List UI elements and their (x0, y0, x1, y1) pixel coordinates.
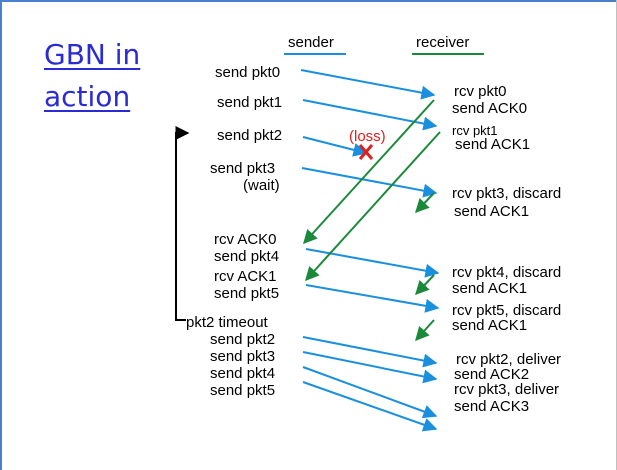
loss-label: (loss) (349, 128, 386, 145)
receiver-event-send-ack1-after-pkt4: send ACK1 (452, 280, 528, 297)
receiver-event-rcv-pkt1: rcv pkt1 (452, 123, 498, 138)
receiver-event-rcv-pkt5-discard: rcv pkt5, discard (452, 302, 562, 319)
receiver-event-send-ack1-after-pkt3: send ACK1 (454, 203, 530, 220)
loss-x-icon (358, 144, 374, 160)
arrow-resend-pkt5 (302, 381, 438, 432)
sender-event-send-pkt0: send pkt0 (215, 64, 281, 81)
title-line-2: action (44, 80, 131, 113)
sender-event-wait: (wait) (243, 177, 280, 194)
sender-event-resend-pkt5: send pkt5 (210, 382, 276, 399)
arrow-ack1-after-pkt3 (415, 192, 435, 214)
arrow-resend-pkt3 (302, 351, 438, 384)
receiver-event-rcv-pkt4-discard: rcv pkt4, discard (452, 264, 562, 281)
receiver-event-send-ack1-after-pkt5: send ACK1 (452, 317, 528, 334)
arrow-ack1 (305, 131, 441, 282)
receiver-event-send-ack0: send ACK0 (452, 100, 528, 117)
sender-event-rcv-ack1: rcv ACK1 (214, 268, 277, 285)
sender-event-send-pkt5: send pkt5 (214, 285, 280, 302)
sender-event-send-pkt4: send pkt4 (214, 248, 280, 265)
sender-event-resend-pkt2: send pkt2 (210, 331, 276, 348)
arrow-pkt5 (305, 284, 440, 313)
receiver-event-send-ack1: send ACK1 (455, 136, 531, 153)
arrow-pkt4 (305, 248, 440, 278)
sender-event-rcv-ack0: rcv ACK0 (214, 231, 277, 248)
sender-heading: sender (288, 34, 334, 51)
arrow-ack0 (303, 99, 435, 245)
sender-event-pkt2-timeout: pkt2 timeout (186, 314, 268, 331)
slide-frame-top (0, 0, 617, 2)
receiver-event-rcv-pkt0: rcv pkt0 (454, 83, 507, 100)
timeout-bracket (175, 126, 190, 321)
title-line-1: GBN in (44, 38, 141, 71)
arrow-pkt1 (302, 99, 438, 131)
arrow-resend-pkt4 (302, 366, 438, 419)
receiver-heading: receiver (416, 34, 470, 51)
arrow-ack1-after-pkt5 (415, 319, 435, 342)
sender-event-resend-pkt3: send pkt3 (210, 348, 276, 365)
sender-event-send-pkt2: send pkt2 (217, 127, 283, 144)
slide-frame-left (0, 0, 2, 470)
slide-title: GBN in action (44, 34, 140, 118)
sender-event-resend-pkt4: send pkt4 (210, 365, 276, 382)
sender-event-send-pkt3: send pkt3 (210, 160, 276, 177)
arrow-pkt0 (300, 69, 436, 100)
arrow-pkt2-lost (302, 136, 368, 157)
arrow-resend-pkt2 (302, 336, 438, 368)
arrow-pkt3 (301, 167, 438, 198)
receiver-event-rcv-pkt3-discard: rcv pkt3, discard (452, 185, 562, 202)
receiver-event-send-ack3: send ACK3 (454, 398, 530, 415)
receiver-heading-rule (412, 53, 484, 55)
receiver-event-send-ack2: send ACK2 (454, 366, 530, 383)
sender-heading-rule (284, 53, 346, 55)
arrow-ack1-after-pkt4 (415, 274, 435, 296)
receiver-event-rcv-pkt3-deliver: rcv pkt3, deliver (454, 381, 560, 398)
receiver-event-rcv-pkt2-deliver: rcv pkt2, deliver (456, 351, 562, 368)
sender-event-send-pkt1: send pkt1 (217, 94, 283, 111)
